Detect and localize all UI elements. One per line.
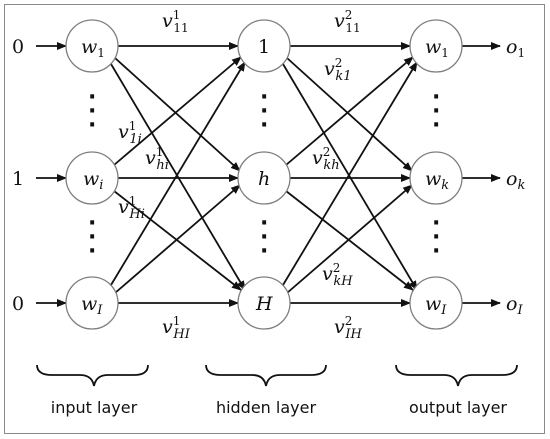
output-node-1 bbox=[409, 19, 463, 73]
edge-h1-oI bbox=[282, 63, 418, 291]
output-layer-brace bbox=[395, 364, 518, 387]
output-node-label-I: wI bbox=[425, 293, 447, 318]
input-node-labels: w1 wi wI bbox=[81, 36, 105, 318]
output-node-I bbox=[409, 276, 463, 330]
input-node-label-I: wI bbox=[81, 293, 103, 318]
hidden-node-h bbox=[237, 151, 291, 205]
dots-input-lower: · bbox=[88, 211, 96, 236]
input-value-1: 0 bbox=[12, 36, 24, 58]
output-node-k bbox=[409, 151, 463, 205]
input-arrows bbox=[36, 42, 67, 307]
hidden-node-label-1: 1 bbox=[258, 36, 270, 58]
output-layer-nodes bbox=[409, 19, 463, 330]
layer-captions: input layer hidden layer output layer bbox=[51, 398, 508, 417]
hidden-node-labels: 1 h H bbox=[255, 36, 273, 315]
edge-h1-ok bbox=[286, 57, 413, 172]
edge-hH-o1 bbox=[282, 61, 418, 286]
output-arrows bbox=[462, 42, 501, 307]
hidden-node-H bbox=[237, 276, 291, 330]
hidden-node-label-h: h bbox=[258, 168, 270, 190]
output-values: o1 ok oI bbox=[506, 36, 525, 318]
input-node-label-1: w1 bbox=[81, 36, 105, 60]
dots-hidden-upper-3: · bbox=[260, 113, 268, 138]
hidden-node-label-H: H bbox=[255, 293, 273, 315]
dots-input-upper-2: · bbox=[88, 99, 96, 124]
dots-output-lower: · bbox=[432, 211, 440, 236]
dots-output-upper-2: · bbox=[432, 99, 440, 124]
edge-hh-oI bbox=[285, 190, 414, 291]
hidden-layer-nodes bbox=[237, 19, 291, 330]
hidden-node-1 bbox=[237, 19, 291, 73]
dots-hidden-lower: · bbox=[260, 211, 268, 236]
dots-hidden-upper-2: · bbox=[260, 99, 268, 124]
dots-input-lower-2: · bbox=[88, 225, 96, 250]
edge-iI-h1 bbox=[110, 61, 246, 286]
edge-hh-o1 bbox=[285, 56, 414, 166]
input-value-I: 0 bbox=[12, 293, 24, 315]
input-layer-brace bbox=[36, 364, 149, 387]
output-label-1: o1 bbox=[506, 36, 525, 60]
dots-input-upper: · bbox=[88, 85, 96, 110]
edge-i1-hH bbox=[110, 63, 246, 291]
output-node-label-1: w1 bbox=[425, 36, 449, 60]
input-node-1 bbox=[65, 19, 119, 73]
dots-input-upper-3: · bbox=[88, 113, 96, 138]
ellipsis-dots: · · · · · · · · · · · · · · · · · · bbox=[88, 85, 440, 264]
layer1-edges bbox=[110, 42, 246, 307]
dots-hidden-lower-2: · bbox=[260, 225, 268, 250]
hidden-layer-brace bbox=[205, 364, 327, 387]
dots-hidden-upper: · bbox=[260, 85, 268, 110]
dots-output-upper-3: · bbox=[432, 113, 440, 138]
input-node-i bbox=[65, 151, 119, 205]
dots-input-lower-3: · bbox=[88, 239, 96, 264]
layer-braces bbox=[36, 364, 518, 387]
output-label-k: ok bbox=[506, 168, 525, 193]
edge-iI-hh bbox=[114, 184, 241, 294]
input-node-label-i: wi bbox=[83, 168, 103, 193]
dots-output-lower-3: · bbox=[432, 239, 440, 264]
output-label-I: oI bbox=[506, 293, 523, 318]
dots-output-lower-2: · bbox=[432, 225, 440, 250]
edge-ii-h1 bbox=[113, 56, 242, 166]
output-layer-caption: output layer bbox=[409, 398, 507, 417]
layer2-edges bbox=[282, 42, 418, 307]
input-layer-nodes bbox=[65, 19, 119, 330]
diagram-frame bbox=[4, 4, 545, 434]
edge-ii-hH bbox=[113, 190, 242, 291]
edge-i1-hh bbox=[114, 57, 241, 172]
output-node-label-k: wk bbox=[425, 168, 449, 193]
input-node-I bbox=[65, 276, 119, 330]
input-values: 0 1 0 bbox=[12, 36, 24, 315]
edge-hH-ok bbox=[286, 184, 413, 294]
output-node-labels: w1 wk wI bbox=[425, 36, 449, 318]
input-layer-caption: input layer bbox=[51, 398, 138, 417]
dots-output-upper: · bbox=[432, 85, 440, 110]
input-value-i: 1 bbox=[12, 168, 24, 190]
hidden-layer-caption: hidden layer bbox=[216, 398, 317, 417]
dots-hidden-lower-3: · bbox=[260, 239, 268, 264]
